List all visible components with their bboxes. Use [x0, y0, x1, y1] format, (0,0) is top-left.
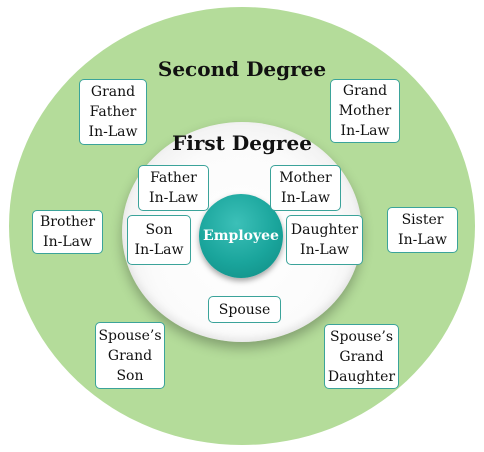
daughter-in-law-box: Daughter In-Law — [286, 215, 363, 265]
son-in-law-line-1: Son — [145, 222, 173, 238]
spouse-box: Spouse — [208, 296, 281, 323]
grand-father-in-law-box: Grand Father In-Law — [79, 79, 147, 145]
sister-in-law-line-2: In-Law — [398, 232, 447, 248]
sister-in-law-box: Sister In-Law — [387, 207, 458, 253]
employee-node: Employee — [199, 194, 283, 278]
mother-in-law-line-2: In-Law — [281, 190, 330, 206]
grand-mother-in-law-line-1: Grand — [342, 83, 388, 99]
grand-mother-in-law-box: Grand Mother In-Law — [330, 79, 400, 143]
grand-father-in-law-line-3: In-Law — [88, 124, 138, 140]
mother-in-law-line-1: Mother — [279, 170, 332, 186]
grand-father-in-law-line-2: Father — [89, 104, 137, 120]
mother-in-law-box: Mother In-Law — [270, 165, 341, 211]
daughter-in-law-line-2: In-Law — [300, 242, 349, 258]
spouses-grand-son-box: Spouse’s Grand Son — [95, 322, 165, 389]
sister-in-law-line-1: Sister — [401, 212, 444, 228]
grand-father-in-law-line-1: Grand — [90, 84, 136, 100]
daughter-in-law-line-1: Daughter — [290, 222, 359, 238]
spouses-grand-daughter-line-2: Grand — [339, 348, 384, 365]
brother-in-law-line-1: Brother — [39, 214, 96, 230]
father-in-law-line-1: Father — [150, 170, 197, 186]
grand-mother-in-law-line-3: In-Law — [340, 123, 390, 139]
first-degree-heading: First Degree — [172, 131, 312, 155]
son-in-law-box: Son In-Law — [127, 215, 191, 265]
spouse-label: Spouse — [218, 301, 271, 318]
spouses-grand-daughter-line-1: Spouse’s — [329, 328, 394, 345]
spouses-grand-daughter-line-3: Daughter — [327, 368, 396, 385]
spouses-grand-son-line-3: Son — [116, 367, 144, 384]
employee-label: Employee — [203, 228, 279, 244]
spouses-grand-son-line-1: Spouse’s — [98, 327, 162, 344]
spouses-grand-daughter-box: Spouse’s Grand Daughter — [324, 324, 399, 389]
brother-in-law-box: Brother In-Law — [32, 210, 103, 254]
brother-in-law-line-2: In-Law — [43, 234, 92, 250]
son-in-law-line-2: In-Law — [134, 242, 184, 258]
second-degree-heading: Second Degree — [157, 57, 327, 81]
father-in-law-line-2: In-Law — [149, 190, 198, 206]
grand-mother-in-law-line-2: Mother — [338, 103, 392, 119]
father-in-law-box: Father In-Law — [138, 165, 209, 211]
spouses-grand-son-line-2: Grand — [107, 347, 153, 364]
